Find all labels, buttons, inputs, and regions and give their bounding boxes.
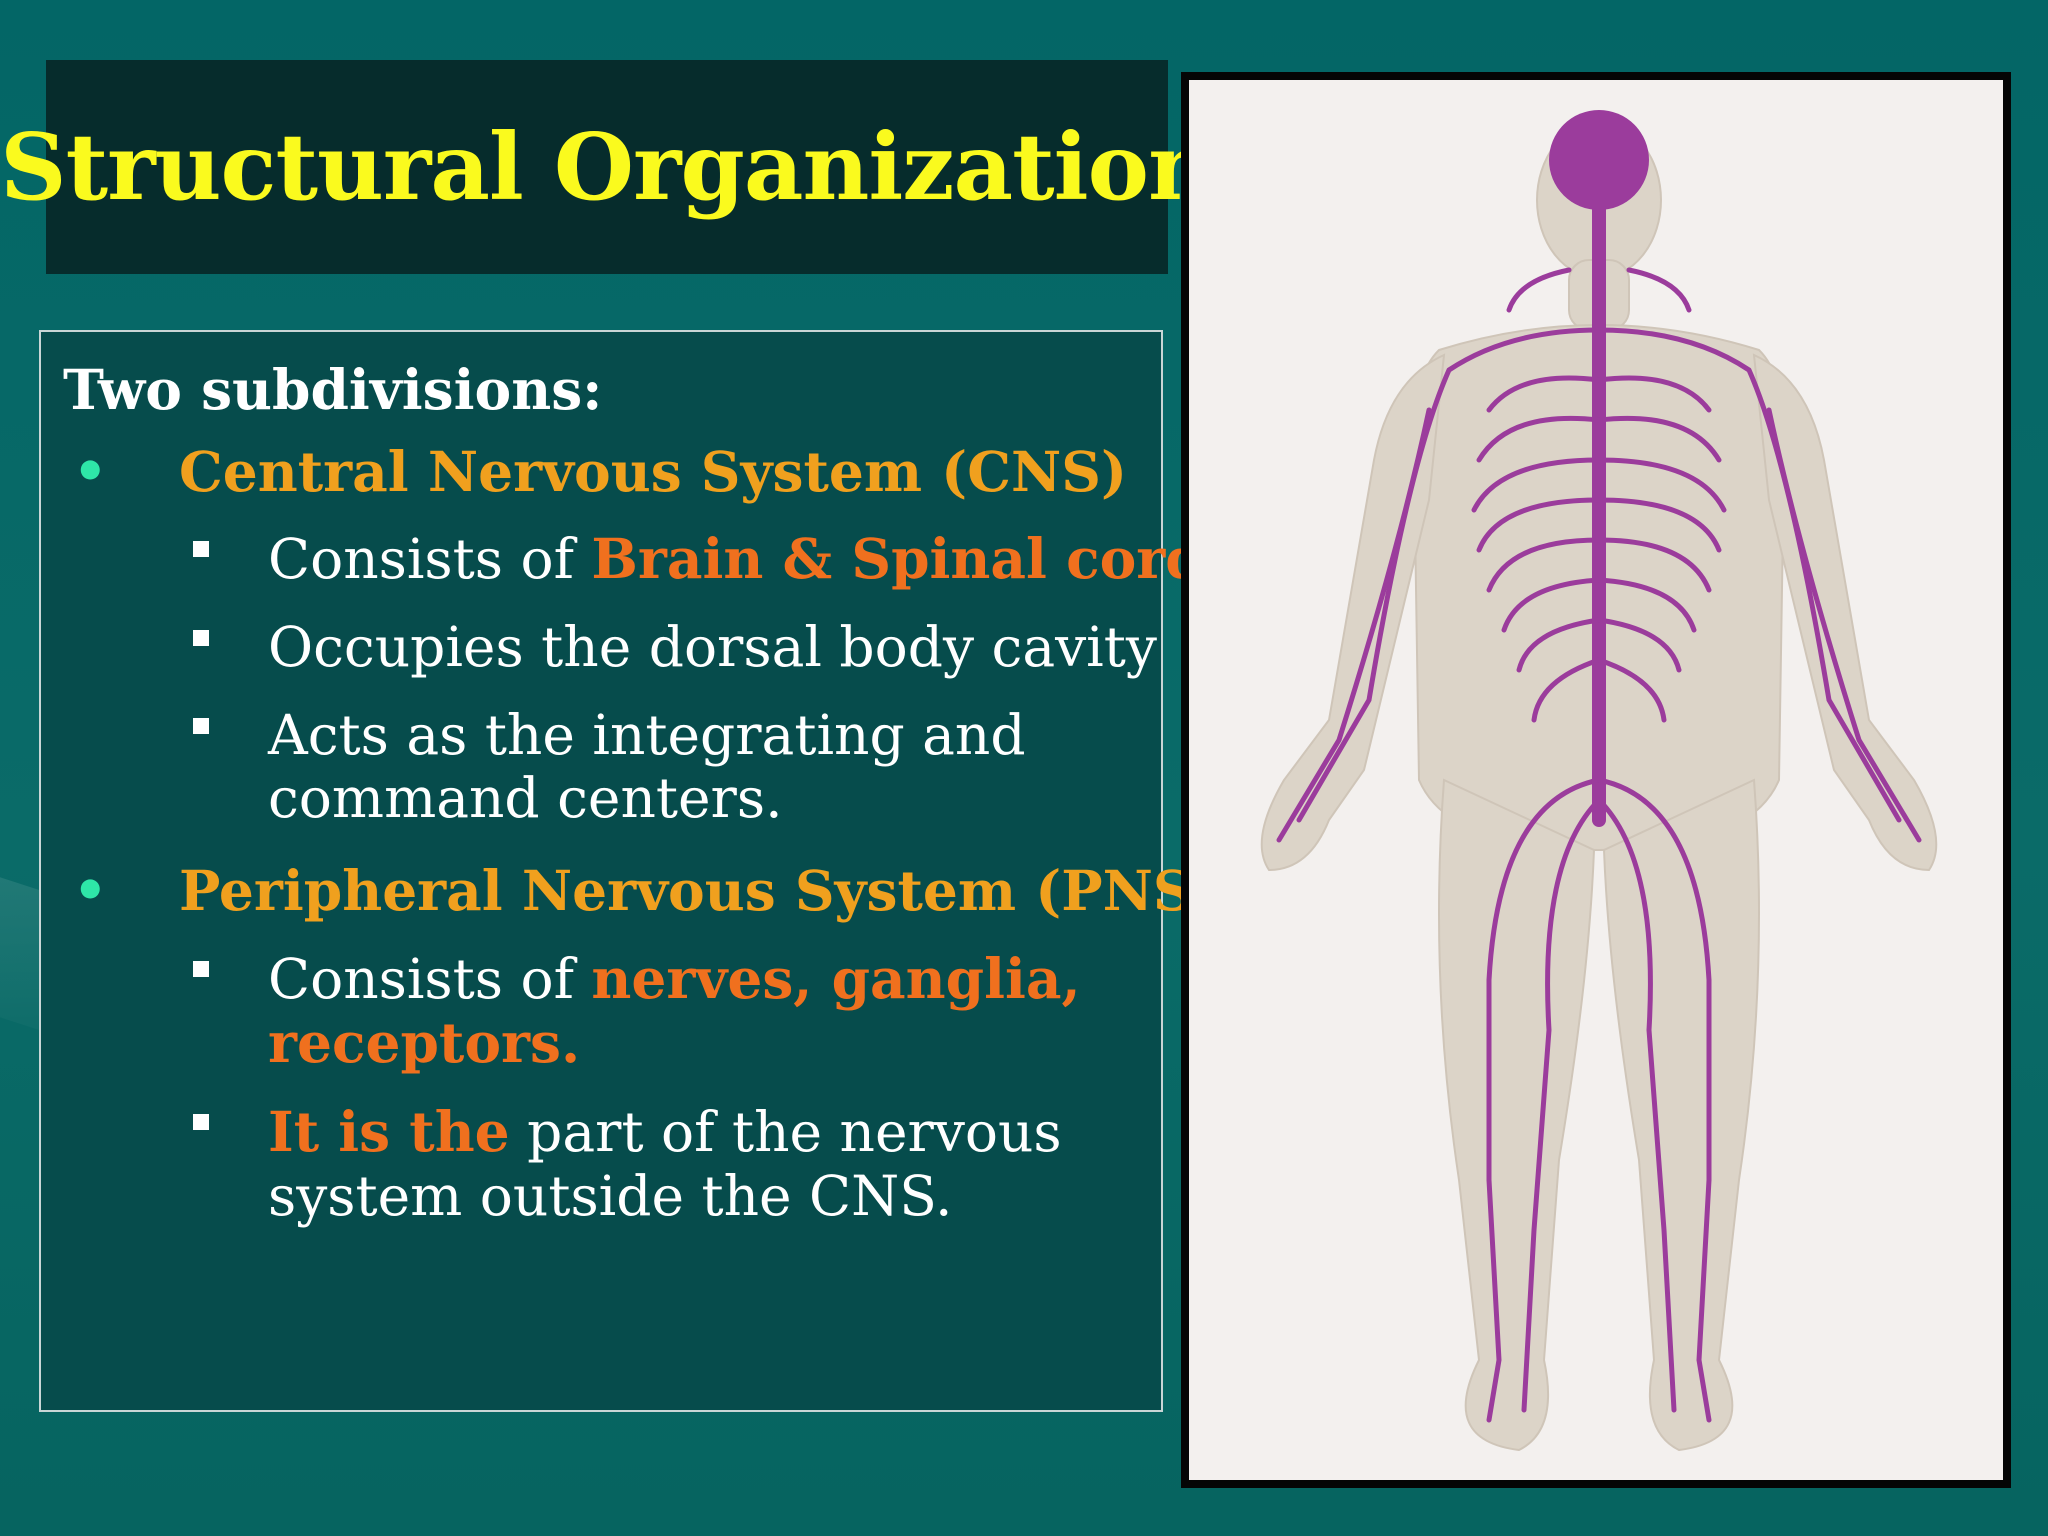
item-text: Consists of <box>268 527 592 591</box>
subdivisions-heading: Two subdivisions: <box>63 357 603 422</box>
content-panel: Two subdivisions: • Central Nervous Syst… <box>39 330 1219 1412</box>
figure-frame <box>1181 72 2011 1488</box>
brain-icon <box>1549 110 1649 210</box>
list-item: Occupies the dorsal body cavity <box>63 615 1157 680</box>
cns-list: Consists of Brain & Spinal cord Occupies… <box>63 527 1204 832</box>
nerve-network <box>1276 110 1922 1423</box>
nervous-system-illustration <box>1260 110 1938 1452</box>
pns-list: Consists of nerves, ganglia, receptors. … <box>63 945 1151 1229</box>
square-bullet-icon <box>193 960 209 977</box>
list-item: It is the part of the nervous system out… <box>63 1100 1151 1229</box>
section-label-cns: Central Nervous System (CNS) <box>179 438 1127 504</box>
item-highlight-line2: receptors. <box>268 1010 581 1076</box>
square-bullet-icon <box>193 541 209 557</box>
content-body: Two subdivisions: • Central Nervous Syst… <box>63 354 1219 1253</box>
section-label-pns: Peripheral Nervous System (PNS) <box>179 858 1219 924</box>
item-highlight: It is the <box>268 1099 510 1165</box>
list-item: Consists of nerves, ganglia, receptors. <box>63 945 1151 1077</box>
item-highlight: Brain & Spinal cord <box>591 526 1204 591</box>
square-bullet-icon <box>193 717 209 734</box>
item-text-line2: system outside the CNS. <box>268 1164 953 1229</box>
item-text-line1: Acts as the integrating and <box>268 702 1026 767</box>
item-text: Consists of <box>268 946 592 1011</box>
square-bullet-icon <box>193 629 209 646</box>
square-bullet-icon <box>193 1114 209 1131</box>
bullet-dot-icon: • <box>73 438 108 503</box>
item-highlight: nerves, ganglia, <box>591 945 1081 1011</box>
item-text: Occupies the dorsal body cavity <box>268 614 1157 679</box>
item-text: part of the nervous <box>509 1100 1062 1165</box>
bullet-dot-icon: • <box>73 858 108 923</box>
slide-title: Structural Organization <box>0 113 1215 221</box>
section-pns: • Peripheral Nervous System (PNS) <box>63 855 1219 927</box>
item-text-line2: command centers. <box>268 766 783 831</box>
list-item: Consists of Brain & Spinal cord <box>63 527 1204 592</box>
title-banner: Structural Organization <box>0 60 1215 274</box>
section-cns: • Central Nervous System (CNS) <box>63 436 1151 508</box>
list-item: Acts as the integrating and command cent… <box>63 702 1151 832</box>
